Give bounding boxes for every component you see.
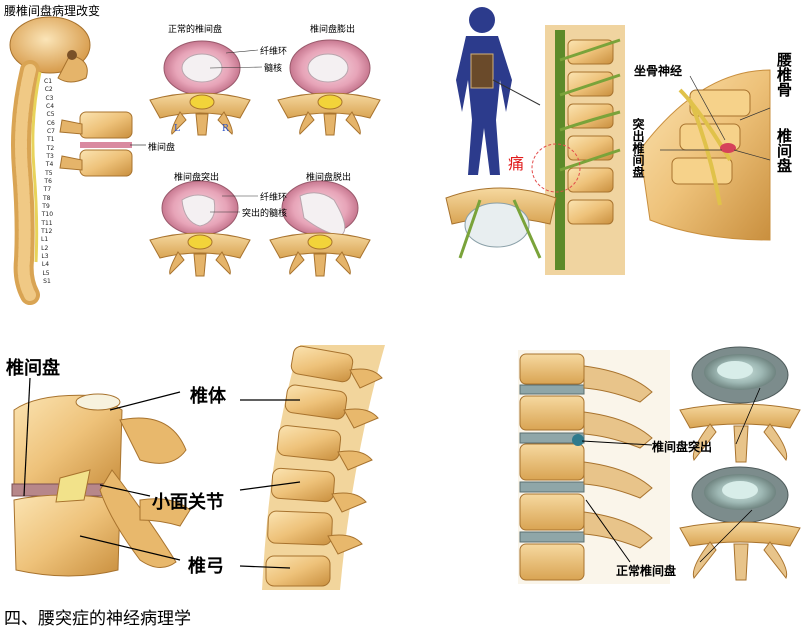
vertebra-level-label: S1: [43, 278, 51, 285]
label-normal-disc: 正常的椎间盘: [168, 25, 223, 35]
panel2-cross-section: [445, 187, 557, 259]
vertebra-level-label: L4: [41, 261, 50, 269]
panel4-disc-herniated: [679, 346, 801, 463]
vertebra-level-label: T10: [41, 211, 54, 219]
disc-extrusion: [269, 180, 371, 277]
panel1-title: 腰椎间盘病理改变: [4, 4, 101, 18]
vertebra-level-label: L3: [41, 253, 49, 260]
vertebra-level-label: C1: [44, 78, 53, 85]
vertebra-level-label: C3: [45, 94, 54, 102]
label-annulus: 纤维环: [260, 47, 288, 57]
label-pain: 痛: [508, 154, 525, 173]
panel2-sciatic-detail: [639, 69, 771, 241]
vertebra-level-label: T5: [45, 169, 53, 177]
panel1-leaders: [209, 49, 263, 213]
panel2-spine-nerves: [531, 25, 625, 275]
panel2-human-figure: [456, 7, 541, 175]
panel1-spine-figure: [9, 16, 146, 305]
vertebra-level-label: T7: [43, 186, 52, 194]
vertebra-level-label: T1: [46, 136, 55, 144]
vertebra-level-label: C7: [46, 128, 55, 135]
vertebra-level-label: T12: [41, 228, 53, 235]
label-lumbar-bone: 腰椎骨: [775, 52, 793, 97]
label-normal-disc-side: 正常椎间盘: [616, 564, 677, 578]
label-vertebral-arch: 椎弓: [188, 556, 224, 577]
disc-protrusion: [149, 180, 251, 277]
panel3-spine-column: [239, 345, 385, 590]
vertebra-level-label: L2: [41, 244, 49, 252]
label-annulus-2: 纤维环: [260, 193, 288, 203]
label-left: L: [174, 124, 180, 134]
vertebra-level-label: L5: [42, 269, 50, 277]
section-caption: 四、腰突症的神经病理学: [4, 609, 191, 629]
vertebra-level-label: T8: [42, 194, 51, 202]
panel4-disc-normal: [679, 466, 801, 581]
label-facet-joint: 小面关节: [152, 492, 224, 513]
disc-bulge: [277, 39, 381, 136]
label-disc-extrusion: 椎间盘脱出: [306, 173, 352, 183]
label-disc-protrusion: 椎间盘突出: [174, 173, 220, 183]
label-panel2-disc: 椎间盘: [775, 128, 793, 173]
label-protruded-nucleus: 突出的髓核: [242, 209, 288, 219]
label-disc: 椎间盘: [148, 143, 176, 153]
vertebra-level-label: T2: [46, 144, 55, 152]
vertebra-level-label: T11: [41, 219, 53, 227]
disc-normal: [149, 40, 251, 136]
vertebra-level-label: T6: [44, 178, 52, 185]
panel4-spine-side: [518, 350, 670, 584]
vertebra-level-label: C6: [46, 119, 55, 127]
vertebra-level-label: L1: [41, 236, 49, 244]
label-right: R: [222, 124, 229, 134]
vertebra-level-label: T4: [45, 161, 54, 169]
label-nucleus: 髓核: [264, 64, 283, 74]
label-vertebral-body: 椎体: [190, 386, 226, 407]
vertebra-level-label: T9: [42, 203, 50, 210]
vertebra-level-label: T3: [46, 153, 54, 160]
label-panel3-disc: 椎间盘: [6, 358, 60, 379]
label-sciatic-nerve: 坐骨神经: [634, 64, 683, 78]
label-herniation: 椎间盘突出: [652, 440, 713, 454]
label-protruding-disc: 突出椎间盘: [631, 118, 645, 178]
vertebra-level-label: C4: [46, 103, 55, 110]
vertebra-level-label: C5: [46, 111, 55, 119]
label-disc-bulge: 椎间盘膨出: [310, 25, 356, 35]
panel3-vertebra-closeup: [11, 377, 191, 577]
vertebra-level-label: C2: [44, 86, 53, 94]
